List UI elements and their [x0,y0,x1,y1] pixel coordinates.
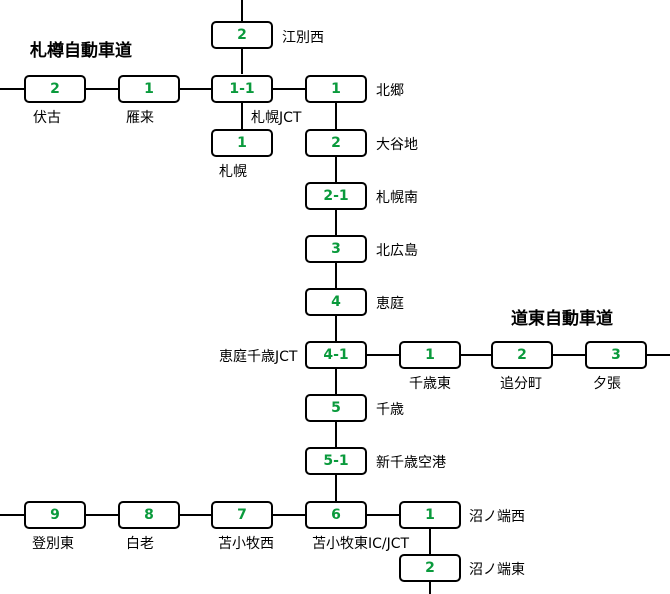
connector-line [335,422,337,447]
connector-line [273,88,305,90]
ic-label-sapporo-jct: 札幌JCT [251,110,302,126]
connector-line [429,580,431,594]
ic-box-oyachi[interactable]: 2 [305,129,367,157]
ic-label-oyachi: 大谷地 [376,137,418,153]
ic-box-ebetsu-nishi[interactable]: 2 [211,21,273,49]
ic-label-numanohata-higashi: 沼ノ端東 [469,562,525,578]
connector-line [0,514,24,516]
ic-label-chitose-higashi: 千歳東 [409,376,451,392]
route-title-sassho: 札樽自動車道 [30,41,132,61]
connector-line [180,88,211,90]
ic-box-noboribetsu-higashi[interactable]: 9 [24,501,86,529]
connector-line [241,0,243,21]
connector-line [367,354,399,356]
connector-line [553,354,585,356]
ic-label-tomakomai-higashi: 苫小牧東IC/JCT [312,536,410,552]
ic-box-oiwakecho[interactable]: 2 [491,341,553,369]
ic-label-karikiri: 雁来 [126,110,154,126]
ic-box-sapporo-jct[interactable]: 1-1 [211,75,273,103]
connector-line [367,514,399,516]
connector-line [461,354,491,356]
ic-box-chitose-higashi[interactable]: 1 [399,341,461,369]
connector-line [647,354,670,356]
ic-label-eniwa: 恵庭 [376,296,404,312]
ic-label-shiraoi: 白老 [126,536,154,552]
ic-label-yubari: 夕張 [593,376,621,392]
ic-box-kitahiroshima[interactable]: 3 [305,235,367,263]
connector-line [335,475,337,501]
ic-box-kitago[interactable]: 1 [305,75,367,103]
connector-line [335,157,337,182]
ic-label-numanohata-nishi: 沼ノ端西 [469,509,525,525]
connector-line [0,88,24,90]
ic-label-tomakomai-nishi: 苫小牧西 [218,536,274,552]
connector-line [86,514,118,516]
ic-box-eniwa-chitose-jct[interactable]: 4-1 [305,341,367,369]
ic-label-sapporo-minami: 札幌南 [376,190,418,206]
connector-line [86,88,118,90]
connector-line [429,528,431,554]
ic-box-fushiko[interactable]: 2 [24,75,86,103]
connector-line [273,514,305,516]
connector-line [335,102,337,129]
connector-line [335,369,337,394]
route-title-doto: 道東自動車道 [511,309,613,329]
connector-line [241,49,243,74]
ic-label-kitahiroshima: 北広島 [376,243,418,259]
connector-line [335,263,337,288]
ic-box-numanohata-nishi[interactable]: 1 [399,501,461,529]
ic-label-oiwakecho: 追分町 [500,376,542,392]
ic-label-kitago: 北郷 [376,83,404,99]
ic-box-tomakomai-higashi[interactable]: 6 [305,501,367,529]
connector-line [241,102,243,129]
ic-box-new-chitose-airport[interactable]: 5-1 [305,447,367,475]
ic-label-fushiko: 伏古 [33,110,61,126]
ic-label-chitose: 千歳 [376,402,404,418]
ic-box-karikiri[interactable]: 1 [118,75,180,103]
ic-label-eniwa-chitose-jct: 恵庭千歳JCT [219,349,298,365]
ic-label-sapporo: 札幌 [219,164,247,180]
ic-box-eniwa[interactable]: 4 [305,288,367,316]
ic-box-chitose[interactable]: 5 [305,394,367,422]
ic-label-new-chitose-airport: 新千歳空港 [376,455,446,471]
ic-box-yubari[interactable]: 3 [585,341,647,369]
ic-label-ebetsu-nishi: 江別西 [282,30,324,46]
ic-box-sapporo[interactable]: 1 [211,129,273,157]
connector-line [335,210,337,235]
ic-label-noboribetsu-higashi: 登別東 [32,536,74,552]
ic-box-sapporo-minami[interactable]: 2-1 [305,182,367,210]
connector-line [180,514,211,516]
ic-box-numanohata-higashi[interactable]: 2 [399,554,461,582]
ic-box-tomakomai-nishi[interactable]: 7 [211,501,273,529]
ic-box-shiraoi[interactable]: 8 [118,501,180,529]
connector-line [335,316,337,341]
